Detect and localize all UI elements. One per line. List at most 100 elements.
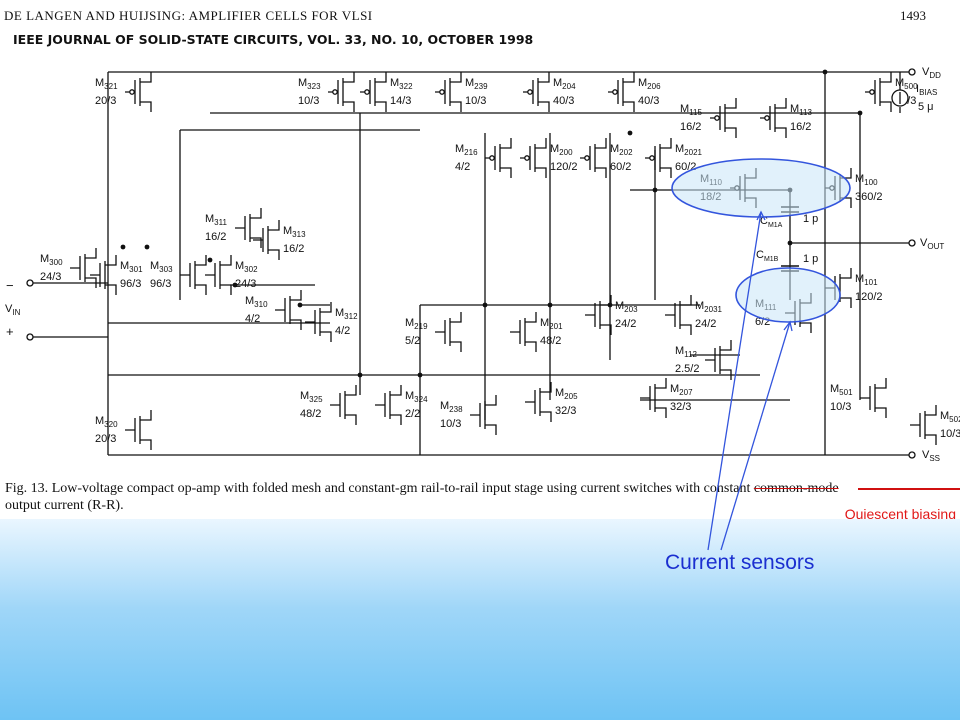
transistor-size-M324: 2/2 bbox=[405, 408, 420, 420]
transistor-label-M300: M300 bbox=[40, 253, 63, 267]
transistor-M324 bbox=[375, 385, 402, 425]
transistor-size-M205: 32/3 bbox=[555, 405, 576, 417]
svg-text:VIN: VIN bbox=[5, 303, 21, 317]
transistor-size-M111: 6/2 bbox=[755, 316, 770, 328]
transistor-label-M110: M110 bbox=[700, 173, 722, 187]
transistor-size-M2031: 24/2 bbox=[695, 318, 716, 330]
transistor-label-M323: M323 bbox=[298, 77, 321, 91]
svg-text:CM1B: CM1B bbox=[756, 249, 779, 263]
transistor-M321 bbox=[125, 72, 152, 112]
wire-junctions bbox=[120, 69, 863, 378]
transistor-size-M101: 120/2 bbox=[855, 291, 883, 303]
transistor-label-M206: M206 bbox=[638, 77, 661, 91]
transistor-M111 bbox=[785, 293, 812, 333]
transistor-size-M110: 18/2 bbox=[700, 191, 721, 203]
svg-text:VDD: VDD bbox=[922, 66, 941, 80]
transistor-label-M2021: M2021 bbox=[675, 143, 703, 157]
transistor-label-M100: M100 bbox=[855, 173, 878, 187]
transistor-size-M313: 16/2 bbox=[283, 243, 304, 255]
svg-text:IBIAS: IBIAS bbox=[916, 83, 937, 97]
transistor-label-M203: M203 bbox=[615, 300, 638, 314]
transistor-label-M324: M324 bbox=[405, 390, 428, 404]
transistor-M302 bbox=[205, 255, 232, 295]
vin-label: V bbox=[5, 303, 13, 315]
transistor-label-M219: M219 bbox=[405, 317, 428, 331]
transistor-M205 bbox=[525, 382, 552, 422]
transistor-M115 bbox=[710, 98, 737, 138]
transistor-M110 bbox=[730, 168, 757, 208]
transistor-label-M201: M201 bbox=[540, 317, 563, 331]
transistor-M500 bbox=[865, 72, 892, 112]
transistor-label-M310: M310 bbox=[245, 295, 268, 309]
transistor-label-M207: M207 bbox=[670, 383, 693, 397]
transistor-label-M202: M202 bbox=[610, 143, 633, 157]
transistor-M201 bbox=[510, 312, 537, 352]
caption-prefix: Fig. 13. bbox=[5, 481, 49, 496]
transistor-M320 bbox=[125, 410, 152, 450]
transistor-label-M303: M303 bbox=[150, 260, 173, 274]
transistor-size-M112: 2.5/2 bbox=[675, 363, 699, 375]
transistor-M312 bbox=[305, 302, 332, 342]
transistor-size-M312: 4/2 bbox=[335, 325, 350, 337]
transistor-size-M239: 10/3 bbox=[465, 95, 486, 107]
transistor-size-M2021: 60/2 bbox=[675, 161, 696, 173]
transistor-M300 bbox=[70, 248, 97, 288]
op-amp-schematic: M32120/3M32310/3M32214/3M23910/3M20440/3… bbox=[5, 66, 960, 463]
cm1a-value: 1 p bbox=[803, 213, 818, 225]
transistor-label-M322: M322 bbox=[390, 77, 413, 91]
transistor-size-M321: 20/3 bbox=[95, 95, 116, 107]
transistor-label-M501: M501 bbox=[830, 383, 853, 397]
transistor-label-M101: M101 bbox=[855, 273, 878, 287]
transistor-size-M311: 16/2 bbox=[205, 231, 226, 243]
transistor-label-M302: M302 bbox=[235, 260, 258, 274]
transistor-size-M207: 32/3 bbox=[670, 401, 691, 413]
transistor-label-M111: M111 bbox=[755, 298, 777, 312]
transistor-size-M100: 360/2 bbox=[855, 191, 883, 203]
journal-citation: IEEE JOURNAL OF SOLID-STATE CIRCUITS, VO… bbox=[13, 32, 534, 47]
transistor-size-M310: 4/2 bbox=[245, 313, 260, 325]
cm1b-label: C bbox=[756, 249, 764, 261]
transistor-M216 bbox=[485, 138, 512, 178]
transistor-M238 bbox=[470, 395, 497, 435]
transistor-label-M115: M115 bbox=[680, 103, 702, 117]
terminals bbox=[26, 68, 916, 459]
transistor-label-M301: M301 bbox=[120, 260, 143, 274]
rail-labels: VDD VOUT VSS IBIAS 5 μ VIN − + CM1A 1 p … bbox=[5, 66, 944, 463]
vout-label: V bbox=[920, 237, 928, 249]
transistor-label-M205: M205 bbox=[555, 387, 578, 401]
transistor-M219 bbox=[435, 312, 462, 352]
transistor-M113 bbox=[760, 98, 787, 138]
transistor-M303 bbox=[180, 255, 207, 295]
red-strike-line bbox=[858, 488, 960, 490]
transistor-size-M201: 48/2 bbox=[540, 335, 561, 347]
svg-text:VSS: VSS bbox=[922, 449, 940, 463]
transistor-M202 bbox=[580, 138, 607, 178]
transistor-label-M112: M112 bbox=[675, 345, 697, 359]
ibias-value: 5 μ bbox=[918, 101, 934, 113]
transistor-M502 bbox=[910, 405, 937, 445]
transistor-label-M238: M238 bbox=[440, 400, 463, 414]
transistor-size-M202: 60/2 bbox=[610, 161, 631, 173]
schematic-wires bbox=[30, 71, 912, 456]
transistor-M239 bbox=[435, 72, 462, 112]
transistor-M501 bbox=[860, 378, 887, 418]
paper-header-title: DE LANGEN AND HUIJSING: AMPLIFIER CELLS … bbox=[4, 8, 373, 23]
transistor-size-M320: 20/3 bbox=[95, 433, 116, 445]
transistor-label-M239: M239 bbox=[465, 77, 488, 91]
transistor-size-M302: 24/3 bbox=[235, 278, 256, 290]
transistor-size-M204: 40/3 bbox=[553, 95, 574, 107]
cm1b-value: 1 p bbox=[803, 253, 818, 265]
transistor-size-M502: 10/3 bbox=[940, 428, 960, 440]
transistor-size-M501: 10/3 bbox=[830, 401, 851, 413]
transistor-M200 bbox=[520, 138, 547, 178]
transistor-label-M321: M321 bbox=[95, 77, 118, 91]
transistor-labels: M32120/3M32310/3M32214/3M23910/3M20440/3… bbox=[40, 77, 960, 445]
transistor-M112 bbox=[705, 340, 732, 380]
transistor-label-M2031: M2031 bbox=[695, 300, 723, 314]
page-number: 1493 bbox=[900, 8, 926, 23]
transistor-M323 bbox=[328, 72, 355, 112]
plus-sign: + bbox=[6, 324, 14, 339]
figure-caption: Fig. 13. Low-voltage compact op-amp with… bbox=[5, 480, 865, 514]
transistor-size-M115: 16/2 bbox=[680, 121, 701, 133]
transistor-size-M301: 96/3 bbox=[120, 278, 141, 290]
